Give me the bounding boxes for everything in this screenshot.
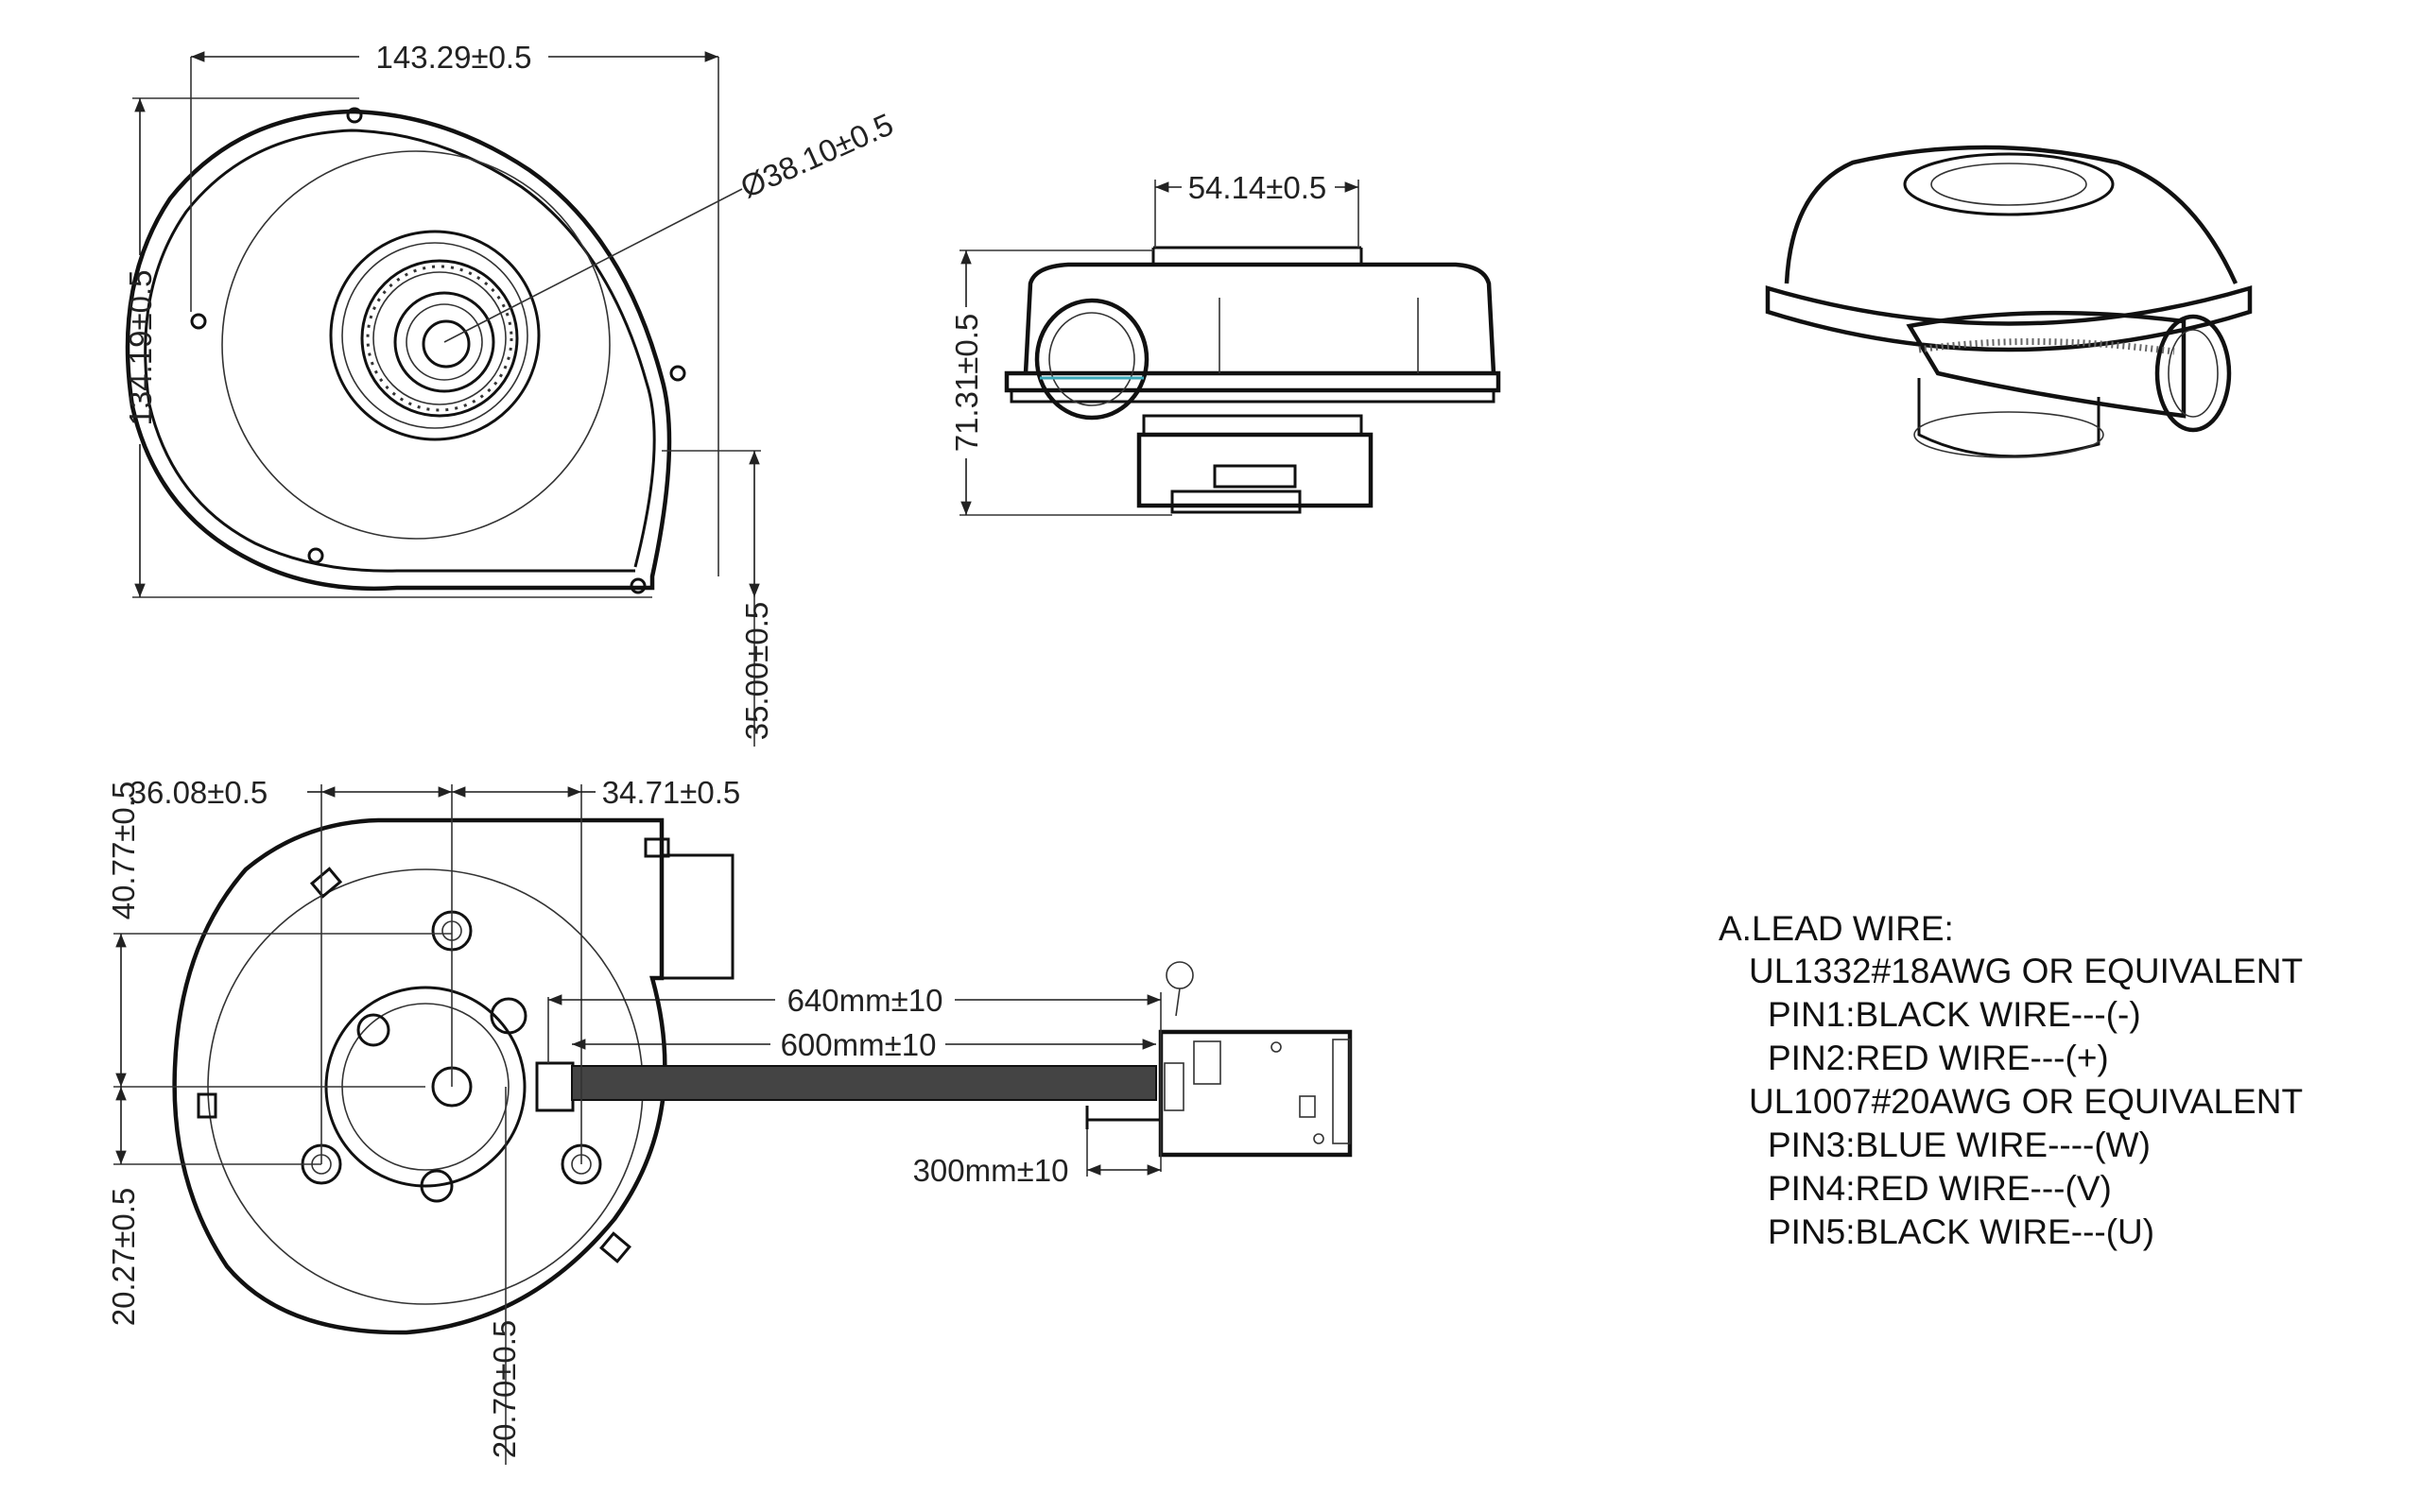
lead-wire-line: PIN1:BLACK WIRE---(-) bbox=[1768, 995, 2141, 1034]
bottom-view: 36.08±0.5 34.71±0.5 40.77±0.5 20.27±0.5 … bbox=[106, 775, 1353, 1465]
dim-bottom-left-offset: 36.08±0.5 bbox=[130, 775, 268, 810]
dim-side-outlet-width: 54.14±0.5 bbox=[1188, 170, 1327, 205]
dim-bottom-lower-offset: 20.27±0.5 bbox=[106, 1188, 141, 1327]
dim-top-diameter: Ø38.10±0.5 bbox=[735, 107, 898, 205]
lead-wire-line: UL1332#18AWG OR EQUIVALENT bbox=[1749, 952, 2303, 990]
dim-wire-600: 600mm±10 bbox=[781, 1027, 937, 1062]
lead-wire-notes: A.LEAD WIRE: UL1332#18AWG OR EQUIVALENT … bbox=[1719, 909, 2303, 1251]
dim-side-height: 71.31±0.5 bbox=[949, 314, 984, 453]
dim-wire-640: 640mm±10 bbox=[787, 983, 943, 1018]
lead-wire-line: UL1007#20AWG OR EQUIVALENT bbox=[1749, 1082, 2303, 1121]
top-view: 143.29±0.5 134.19±0.5 Ø38.10±0.5 35.00±0… bbox=[123, 40, 898, 747]
side-view: 71.31±0.5 54.14±0.5 bbox=[949, 170, 1501, 516]
dim-top-outlet-offset: 35.00±0.5 bbox=[739, 602, 774, 741]
dim-bottom-right-offset: 34.71±0.5 bbox=[602, 775, 741, 810]
lead-wire-line: PIN5:BLACK WIRE---(U) bbox=[1768, 1212, 2154, 1251]
dim-bottom-center-offset: 20.70±0.5 bbox=[487, 1320, 522, 1459]
lead-wire-line: PIN2:RED WIRE---(+) bbox=[1768, 1039, 2109, 1077]
lead-wire-line: PIN3:BLUE WIRE----(W) bbox=[1768, 1125, 2151, 1164]
lead-wire-line: PIN4:RED WIRE---(V) bbox=[1768, 1169, 2112, 1208]
isometric-view bbox=[1765, 145, 2253, 458]
dim-top-width: 143.29±0.5 bbox=[376, 40, 532, 75]
dim-top-height: 134.19±0.5 bbox=[123, 270, 158, 426]
dim-bottom-top-offset: 40.77±0.5 bbox=[106, 782, 141, 920]
lead-wire-title: A.LEAD WIRE: bbox=[1719, 909, 1954, 948]
dim-wire-300: 300mm±10 bbox=[913, 1153, 1069, 1188]
